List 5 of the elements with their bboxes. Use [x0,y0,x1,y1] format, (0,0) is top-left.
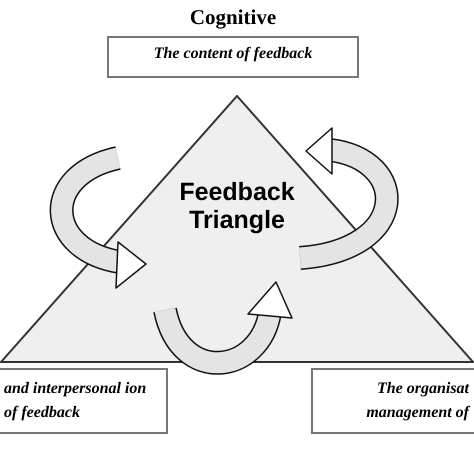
text-box: The organisat management of [311,368,474,434]
triangle-title: Feedback Triangle [178,178,296,234]
heading: Cognitive [190,4,276,31]
text-box: and interpersonal ion of feedback [0,368,168,434]
text-box: The content of feedback [107,36,359,78]
